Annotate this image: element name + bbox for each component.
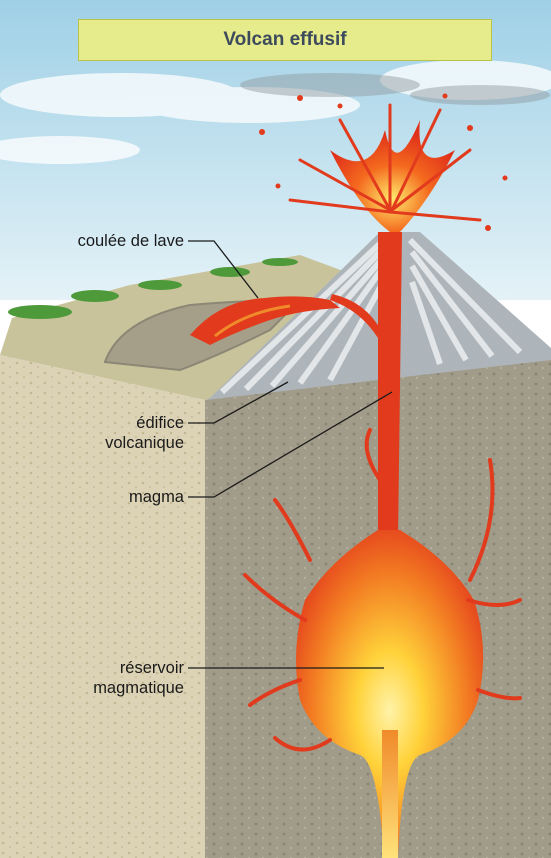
label-magma: magma bbox=[129, 487, 184, 507]
title-box: Volcan effusif bbox=[78, 19, 492, 61]
label-volcanic-edifice: édifice volcanique bbox=[105, 413, 184, 453]
label-lava-flow: coulée de lave bbox=[78, 231, 184, 251]
label-edifice-line1: édifice bbox=[105, 413, 184, 433]
label-reservoir-line2: magmatique bbox=[93, 678, 184, 698]
label-magma-text: magma bbox=[129, 487, 184, 507]
magma-conduit bbox=[378, 232, 402, 540]
label-reservoir-line1: réservoir bbox=[93, 658, 184, 678]
label-lava-flow-text: coulée de lave bbox=[78, 231, 184, 251]
label-magma-reservoir: réservoir magmatique bbox=[93, 658, 184, 698]
diagram-title: Volcan effusif bbox=[223, 29, 346, 51]
label-edifice-line2: volcanique bbox=[105, 433, 184, 453]
